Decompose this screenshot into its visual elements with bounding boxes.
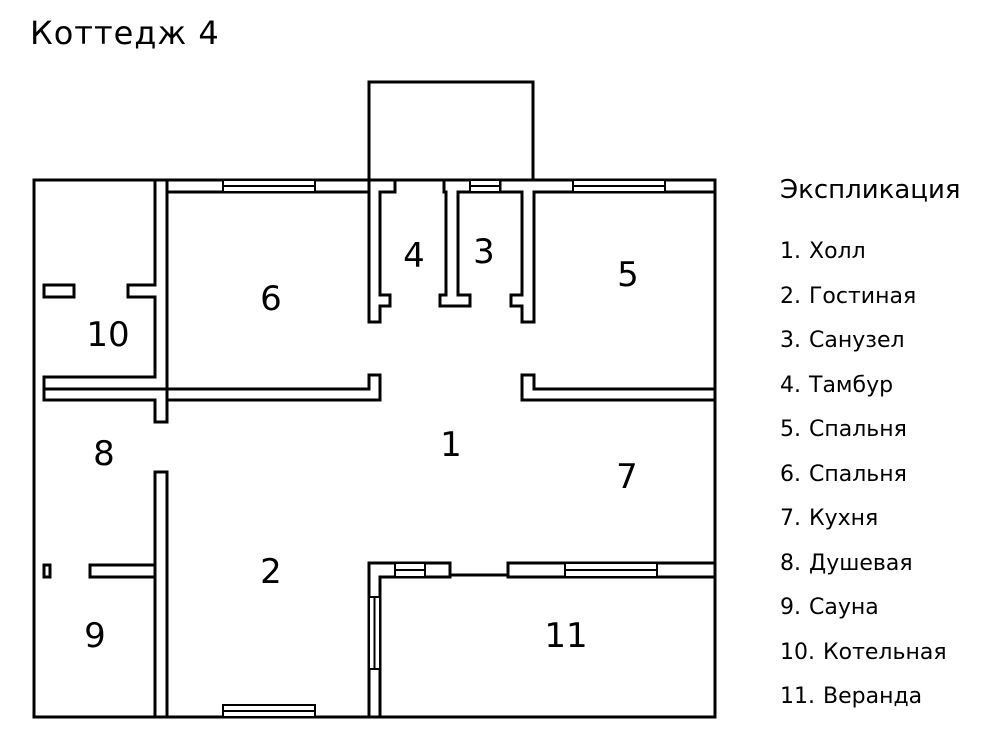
legend-item: 2. Гостиная <box>780 275 995 320</box>
legend-item-name: Сауна <box>809 595 879 620</box>
legend-item: 8. Душевая <box>780 542 995 587</box>
legend-item-name: Котельная <box>823 639 947 665</box>
legend-title: Экспликация <box>780 175 961 205</box>
room-label-3: 3 <box>473 232 495 272</box>
legend-item: 9. Сауна <box>780 586 995 631</box>
legend-item-name: Душевая <box>809 550 913 576</box>
entrance-porch <box>367 80 535 180</box>
legend-item-name: Спальня <box>809 417 907 442</box>
wall-room-10 <box>42 283 76 299</box>
room-label-7: 7 <box>616 457 638 497</box>
legend-item-number: 5. <box>780 417 801 442</box>
wall-room-8-9 <box>88 563 157 579</box>
legend-item: 11. Веранда <box>780 675 995 720</box>
room-label-10: 10 <box>86 315 129 355</box>
room-label-1: 1 <box>440 425 462 465</box>
wall-room-6-bottom <box>165 373 382 402</box>
wall-bathroom-right <box>498 178 717 324</box>
legend-item: 10. Котельная <box>780 631 995 676</box>
room-label-5: 5 <box>617 255 639 295</box>
legend-item: 1. Холл <box>780 230 995 275</box>
legend-item-number: 8. <box>780 550 801 576</box>
wall-room-6-right <box>367 178 397 324</box>
legend-item-number: 4. <box>780 372 801 398</box>
wall-room-2-right <box>367 561 452 719</box>
wall-notch <box>42 563 52 579</box>
legend-item-name: Санузел <box>809 328 905 353</box>
legend-item-number: 10. <box>780 639 815 665</box>
legend-item-name: Тамбур <box>809 372 894 398</box>
wall-room-5-bottom <box>520 373 717 402</box>
legend-item: 3. Санузел <box>780 319 995 364</box>
legend-item-number: 6. <box>780 461 801 487</box>
room-label-9: 9 <box>84 616 106 656</box>
legend-item-number: 3. <box>780 328 801 353</box>
legend-item: 4. Тамбур <box>780 364 995 409</box>
room-label-4: 4 <box>403 236 425 276</box>
legend-item-name: Спальня <box>809 461 907 487</box>
wall-room-8-2 <box>153 470 169 719</box>
legend-item-name: Кухня <box>809 506 879 531</box>
legend-item: 5. Спальня <box>780 408 995 453</box>
room-label-2: 2 <box>260 552 282 592</box>
room-label-11: 11 <box>544 616 587 656</box>
room-label-8: 8 <box>93 434 115 474</box>
legend-list: 1. Холл 2. Гостиная 3. Санузел 4. Тамбур 5. С… <box>780 230 995 720</box>
legend-item-name: Гостиная <box>809 283 917 309</box>
legend-item: 6. Спальня <box>780 453 995 498</box>
legend-item: 7. Кухня <box>780 497 995 542</box>
wall-room-8-top <box>42 387 169 424</box>
legend-item-number: 2. <box>780 283 801 309</box>
room-label-6: 6 <box>260 279 282 319</box>
legend: Экспликация 1. Холл 2. Гостиная 3. Санузел … <box>780 170 995 720</box>
legend-item-number: 7. <box>780 506 801 531</box>
page-title: Коттедж 4 <box>30 14 220 52</box>
legend-item-number: 9. <box>780 595 801 620</box>
legend-item-number: 1. <box>780 239 801 264</box>
legend-item-name: Веранда <box>823 684 923 709</box>
legend-item-name: Холл <box>809 239 866 264</box>
legend-item-number: 11. <box>780 684 815 709</box>
